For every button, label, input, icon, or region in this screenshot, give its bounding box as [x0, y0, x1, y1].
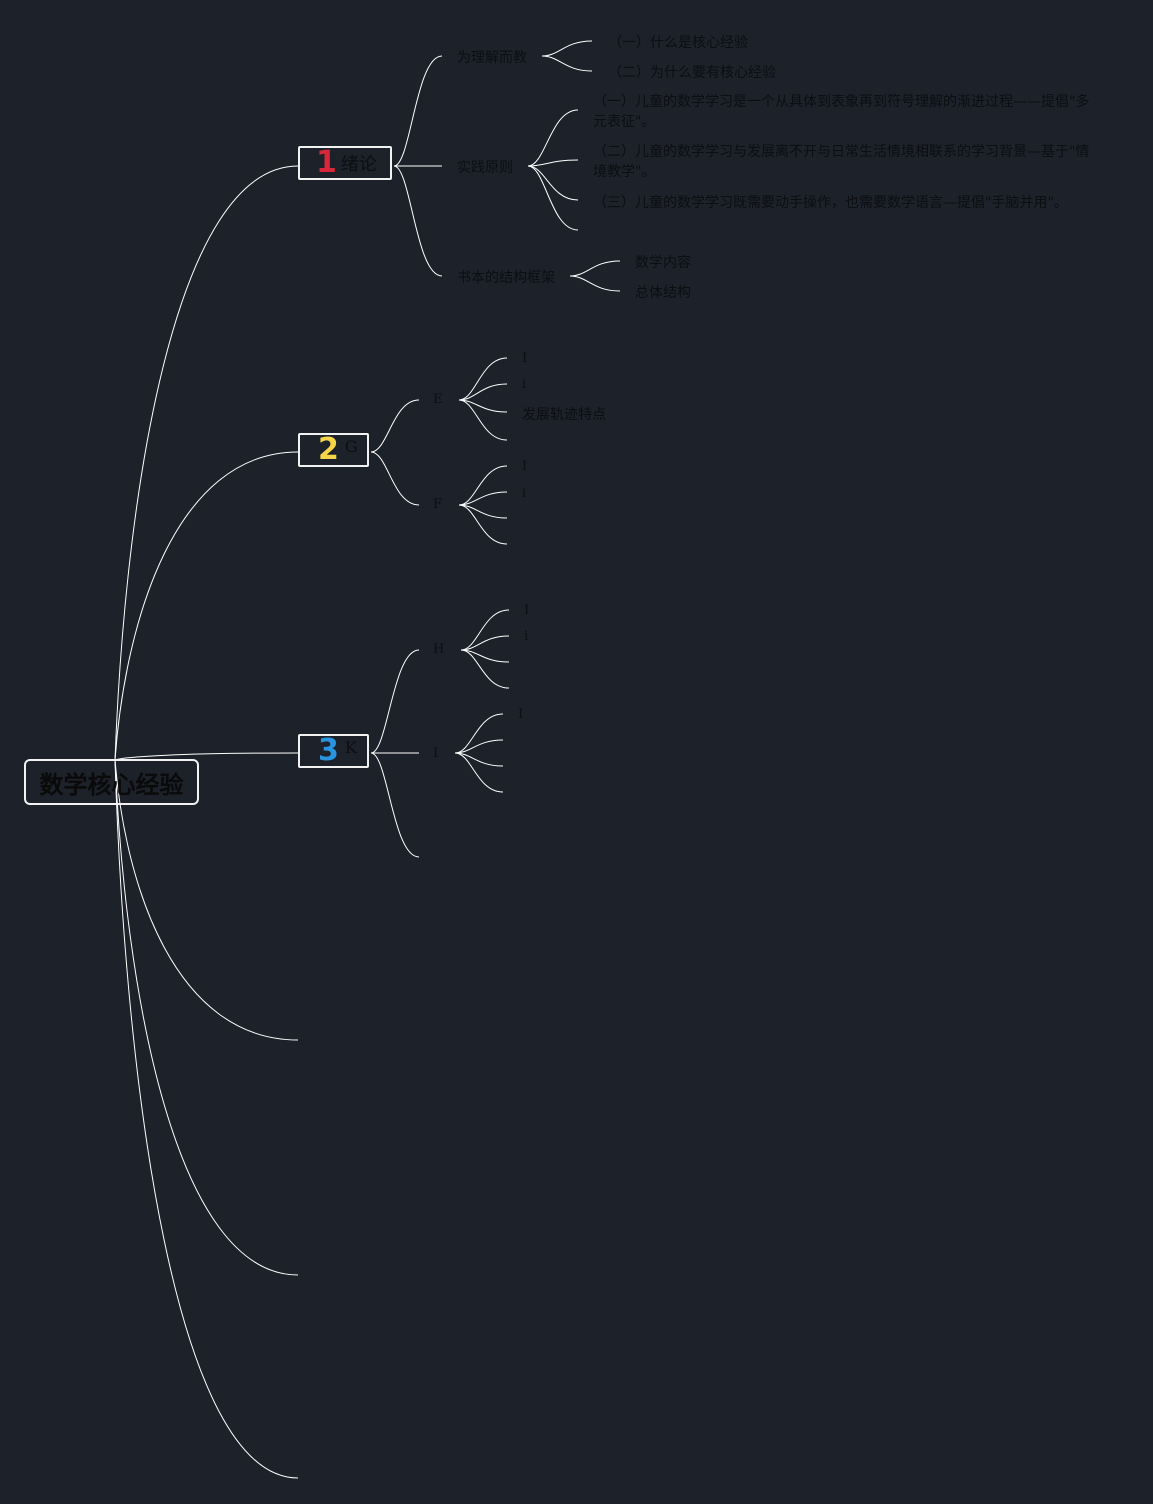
- topic3-connector-1: [370, 649, 420, 754]
- topic-number-1: 1: [316, 145, 337, 180]
- topic1-connector-1: [393, 55, 443, 167]
- sub22-connector-2: [458, 491, 508, 506]
- leaf-1-1-1[interactable]: （一）什么是核心经验: [608, 35, 748, 51]
- topic-label-3: K: [344, 737, 357, 757]
- root-connector-3: [114, 752, 299, 761]
- root-connector-1: [114, 165, 299, 761]
- sub31-connector-4: [460, 649, 510, 689]
- sub32-connector-3: [454, 752, 504, 767]
- leaf-3-2-1[interactable]: I: [518, 707, 524, 722]
- topic-number-2: 2: [318, 432, 339, 467]
- topic2-connector-1: [370, 399, 420, 453]
- sub31-connector-2: [460, 635, 510, 651]
- root-connector-6: [114, 759, 299, 1479]
- subtopic-1-1[interactable]: 为理解而教: [457, 50, 527, 66]
- sub11-connector-1: [541, 40, 593, 57]
- sub21-connector-3: [458, 399, 508, 413]
- topic-number-3: 3: [318, 733, 339, 768]
- root-connector-4: [114, 759, 299, 1041]
- root-connector-5: [114, 759, 299, 1276]
- leaf-1-2-2[interactable]: （二）儿童的数学学习与发展离不开与日常生活情境相联系的学习背景—基于"情境教学"…: [593, 144, 1090, 180]
- sub32-connector-1: [454, 713, 504, 754]
- sub13-connector-1: [569, 260, 621, 277]
- topic-node-2[interactable]: 2 G: [298, 433, 369, 467]
- leaf-1-1-2[interactable]: （二）为什么要有核心经验: [608, 65, 776, 81]
- subtopic-1-2[interactable]: 实践原则: [457, 160, 513, 176]
- root-label: 数学核心经验: [39, 770, 184, 799]
- topic1-connector-3: [393, 165, 443, 277]
- topic-node-3[interactable]: 3 K: [298, 734, 369, 768]
- leaf-1-3-2[interactable]: 总体结构: [635, 285, 691, 301]
- topic-node-1[interactable]: 1 绪论: [298, 146, 392, 180]
- sub32-connector-2: [454, 739, 504, 754]
- subtopic-3-1[interactable]: H: [433, 642, 445, 657]
- sub22-connector-4: [458, 504, 508, 545]
- sub21-connector-2: [458, 383, 508, 401]
- leaf-2-2-1[interactable]: I: [522, 459, 528, 474]
- sub12-connector-4: [527, 165, 579, 231]
- topic3-connector-3: [370, 752, 420, 858]
- sub21-connector-1: [458, 357, 508, 401]
- subtopic-2-1[interactable]: E: [433, 392, 443, 407]
- root-node[interactable]: 数学核心经验: [24, 759, 199, 805]
- sub31-connector-3: [460, 649, 510, 663]
- leaf-3-1-1[interactable]: I: [524, 603, 530, 618]
- sub32-connector-4: [454, 752, 504, 793]
- sub31-connector-1: [460, 609, 510, 651]
- topic-label-2: G: [344, 436, 358, 456]
- subtopic-2-2[interactable]: F: [433, 497, 443, 512]
- sub12-connector-1: [527, 109, 579, 167]
- subtopic-3-2[interactable]: I: [433, 746, 439, 761]
- sub22-connector-3: [458, 504, 508, 519]
- sub21-connector-4: [458, 399, 508, 441]
- leaf-2-1-3[interactable]: 发展轨迹特点: [522, 407, 606, 423]
- leaf-1-2-3[interactable]: （三）儿童的数学学习既需要动手操作，也需要数学语言—提倡"手脑并用"。: [593, 195, 1068, 211]
- leaf-2-1-2[interactable]: i: [522, 377, 527, 392]
- leaf-1-3-1[interactable]: 数学内容: [635, 255, 691, 271]
- sub11-connector-2: [541, 55, 593, 72]
- sub12-connector-3: [527, 165, 579, 201]
- root-connector-2: [114, 451, 299, 761]
- topic-label-1: 绪论: [340, 154, 377, 175]
- sub12-connector-2: [527, 159, 579, 167]
- leaf-2-1-1[interactable]: I: [522, 351, 528, 366]
- topic2-connector-2: [370, 451, 420, 506]
- leaf-2-2-2[interactable]: i: [522, 486, 527, 501]
- leaf-3-1-2[interactable]: i: [524, 629, 529, 644]
- sub13-connector-2: [569, 275, 621, 292]
- subtopic-1-3[interactable]: 书本的结构框架: [457, 270, 555, 286]
- sub22-connector-1: [458, 465, 508, 506]
- leaf-1-2-1[interactable]: （一）儿童的数学学习是一个从具体到表象再到符号理解的渐进过程——提倡"多元表征"…: [593, 94, 1090, 130]
